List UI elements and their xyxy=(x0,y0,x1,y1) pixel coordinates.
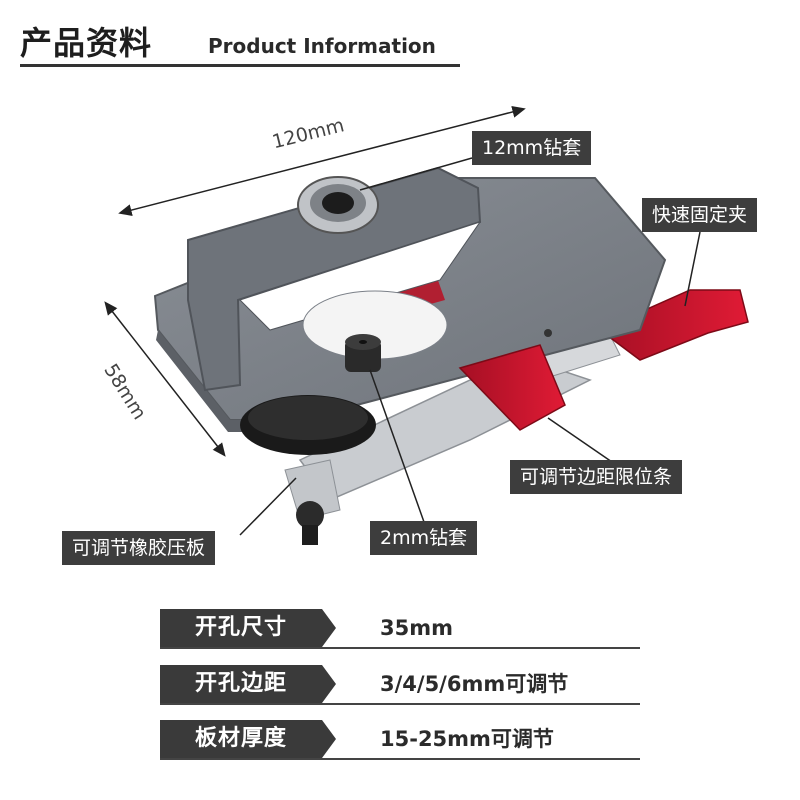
leader-quick-clamp xyxy=(684,231,701,307)
callout-edge-stop: 可调节边距限位条 xyxy=(510,460,683,494)
callout-rubber-pad: 可调节橡胶压板 xyxy=(62,531,216,565)
bridge-arch xyxy=(187,166,482,392)
callout-drill-sleeve-2mm: 2mm钻套 xyxy=(370,521,478,555)
spec-value: 35mm xyxy=(380,616,453,640)
callout-drill-sleeve-12mm: 12mm钻套 xyxy=(472,131,592,165)
leader-2mm xyxy=(369,369,425,523)
clamp-handle xyxy=(598,289,749,361)
spec-divider xyxy=(160,703,640,705)
product-illustration xyxy=(104,106,749,545)
page-title-en: Product Information xyxy=(208,34,436,58)
spec-value: 3/4/5/6mm可调节 xyxy=(380,672,569,696)
spec-divider xyxy=(160,758,640,760)
leader-rubber-pad xyxy=(239,477,297,536)
spec-row: 开孔边距 3/4/5/6mm可调节 xyxy=(160,665,640,705)
header-divider xyxy=(20,64,460,67)
edge-stop-bar xyxy=(458,344,566,431)
spec-key: 板材厚度 xyxy=(160,720,322,758)
width-dimension-line xyxy=(118,106,526,216)
spec-key-notch xyxy=(322,720,336,758)
depth-dimension-line xyxy=(104,301,226,457)
page-title-cn: 产品资料 xyxy=(20,24,153,62)
spec-row: 开孔尺寸 35mm xyxy=(160,609,640,649)
spec-value: 15-25mm可调节 xyxy=(380,727,554,751)
spec-row: 板材厚度 15-25mm可调节 xyxy=(160,720,640,760)
spec-key-notch xyxy=(322,665,336,703)
spec-key: 开孔尺寸 xyxy=(160,609,322,647)
callout-quick-clamp: 快速固定夹 xyxy=(642,198,758,232)
spec-key: 开孔边距 xyxy=(160,665,322,703)
page-header: 产品资料 Product Information xyxy=(20,14,460,67)
spec-key-notch xyxy=(322,609,336,647)
spec-divider xyxy=(160,647,640,649)
leader-edge-stop xyxy=(547,417,613,463)
leader-12mm xyxy=(359,157,473,191)
